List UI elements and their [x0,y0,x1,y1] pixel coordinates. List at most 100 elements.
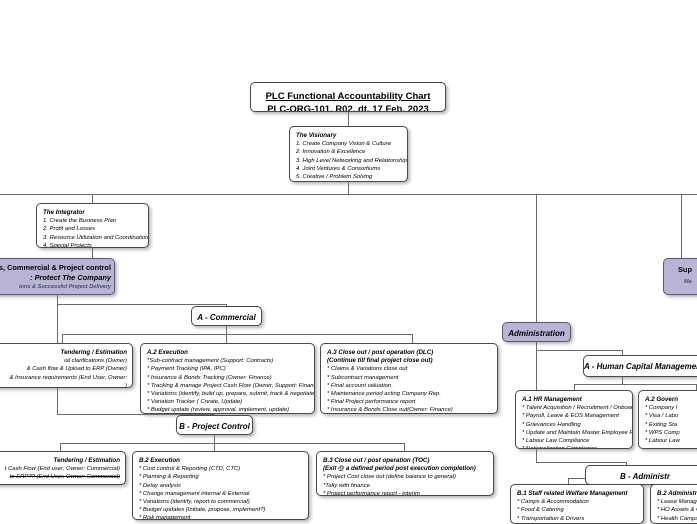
integrator-heading: The Integrator [43,209,85,216]
node-b2-administrative[interactable]: B.2 Administrat * Lease Managem * HO Ass… [650,484,697,524]
hr-a2-item: * Company l [645,405,678,412]
integrator-item: 1. Create the Business Plan [43,218,117,225]
connector [536,350,622,351]
node-support-management[interactable]: Sup Ma [663,258,697,295]
node-b-administration[interactable]: B - Administr [585,465,697,485]
connector [536,342,537,350]
right-purple-line-1: Sup [678,265,692,274]
administration-label: Administration [508,329,565,338]
connector [348,112,349,126]
visionary-heading: The Visionary [296,132,337,139]
b2-item: * Planning & Reporting [139,474,199,481]
right-purple-line-2: Ma [684,279,692,285]
connector [536,462,626,463]
b3-item: *Tally with finance [323,482,370,489]
node-a-commercial[interactable]: A - Commercial [191,306,262,326]
b2-heading: B.2 Execution [139,457,180,464]
admin-b1-item: * Transportation & Drivers [517,515,585,522]
connector [60,443,405,444]
visionary-item: 3. High Level Networking and Relationshi… [296,157,408,164]
a2-item: * Payment Tracking (IPA, IPC) [147,366,226,373]
node-a2-execution[interactable]: A.2 Execution *Sub-contract management (… [140,343,315,414]
hr-a1-item: * Payroll, Leave & EOS Management [522,413,619,420]
b3-heading: B.3 Close out / post operation (TOC) [323,457,430,464]
a3-item: * Claims & Variations close out [327,366,408,373]
connector [60,443,61,451]
connector [622,350,623,355]
visionary-item: 4. Joint Ventures & Consortiums [296,165,381,172]
node-a2-governance[interactable]: A.2 Govern * Company l * Visa / Labo * E… [638,390,697,449]
a3-item: * Subcontract management [327,374,399,381]
node-a1-hr-management[interactable]: A.1 HR Management * Talent Acquisition /… [515,390,633,449]
hr-a1-item: * Talent Acquisition / Recruitment / Onb… [522,405,633,412]
connector [348,182,349,194]
a2-item: * Variation Tracker ( Create, Update) [147,399,243,406]
a3-heading-2: (Continue till final project close out) [327,357,433,365]
a2-item: * Insurance & Bonds Tracking (Owner: Fin… [147,374,272,381]
connector [57,414,214,415]
connector [57,295,58,304]
connector [92,248,93,258]
b2-item: * Variations (identify, report to commer… [139,499,250,506]
chart-title-box: PLC Functional Accountability Chart PLC-… [250,82,446,112]
node-protect-the-company[interactable]: cts, Commercial & Project control : Prot… [0,258,115,295]
b2-item: * Budget updates (Initiate, propose, imp… [139,507,266,514]
connector [92,194,93,203]
admin-b1-item: * Camps & Accommodation [517,499,589,506]
left-purple-line-3: ions & Successful Project Delivery [18,284,111,290]
node-b2-execution[interactable]: B.2 Execution * Cost control & Reporting… [132,451,309,520]
visionary-item: 5. Creative / Problem Solving [296,174,373,181]
connector [681,194,682,258]
node-a3-close-out[interactable]: A.3 Close out / post operation (DLC) (Co… [320,343,498,414]
admin-b1-heading: B.1 Staff related Welfare Management [517,490,628,497]
left-purple-line-1: cts, Commercial & Project control [0,263,111,272]
node-b1-tendering-estimation[interactable]: Tendering / Estimation t Cash Flow (End … [0,451,126,485]
a3-item: * Final account valuation [327,382,392,389]
connector [574,384,697,385]
node-the-integrator[interactable]: The Integrator 1. Create the Business Pl… [36,203,149,248]
a1-heading: Tendering / Estimation [60,349,127,356]
b1-item: t Cash Flow (End user, Owner: Commercial… [4,466,120,473]
visionary-item: 6. Internship & Mentorship Program [296,181,402,182]
integrator-item: 2. Profit and Losses [43,226,96,233]
b1-item: to ERP?? (End User, Owner: Commercial) [9,474,120,481]
a2-item: * Variations (identify, build up, prepar… [147,391,315,398]
hr-a1-item: * Labour Law Compliance [522,438,590,445]
hr-a2-item: * Exiting Sta [645,421,678,428]
connector [568,478,569,484]
b2-item: * Cost control & Reporting (CTD, CTC) [139,466,241,473]
node-a-human-capital-management[interactable]: A - Human Capital Management [583,355,697,377]
visionary-item: 2. Innovation & Excellence [296,149,366,156]
connector [412,334,413,343]
a2-item: *Sub-contract management (Support: Contr… [147,358,274,365]
connector [574,384,575,390]
b3-heading-2: (Exit @ a defined period post execution … [323,465,476,473]
node-administration[interactable]: Administration [502,322,571,342]
connector [626,462,627,465]
connector [62,334,63,343]
node-b-project-control[interactable]: B - Project Control [176,415,253,435]
node-the-visionary[interactable]: The Visionary 1. Create Company Vision &… [289,126,408,182]
a1-item: & Insurance requirements (End User, Owne… [9,374,127,381]
connector [536,194,537,322]
chart-title-line-1: PLC Functional Accountability Chart [265,91,431,102]
a1-item: ) [125,382,127,388]
a3-item: * Insurance & Bonds Close out(Owner: Fin… [327,407,453,414]
node-b3-close-out[interactable]: B.3 Close out / post operation (TOC) (Ex… [316,451,494,496]
admin-b2-item: * Lease Managem [657,499,697,506]
b2-item: * Change management internal & External [139,490,250,497]
hr-a2-item: * Visa / Labo [645,413,679,420]
connector [214,435,215,443]
a1-item: ial clarifications (Owner) [64,358,127,365]
hr-a1-item: * Grievances Handling [522,421,581,428]
node-b1-staff-welfare[interactable]: B.1 Staff related Welfare Management * C… [510,484,644,524]
admin-b1-item: * Food & Catering [517,507,564,514]
a-commercial-label: A - Commercial [197,313,256,322]
connector [226,334,227,343]
chart-title-line-2: PLC-ORG-101, R02, dt. 17 Feb. 2023 [267,104,429,112]
a3-item: * Maintenance period acting Company Rep. [327,391,441,398]
a2-item: * Tracking & manage Project Cash Flow (O… [147,382,315,389]
admin-b2-heading: B.2 Administrat [657,490,697,497]
node-a1-tendering-estimation[interactable]: Tendering / Estimation ial clarification… [0,343,133,388]
